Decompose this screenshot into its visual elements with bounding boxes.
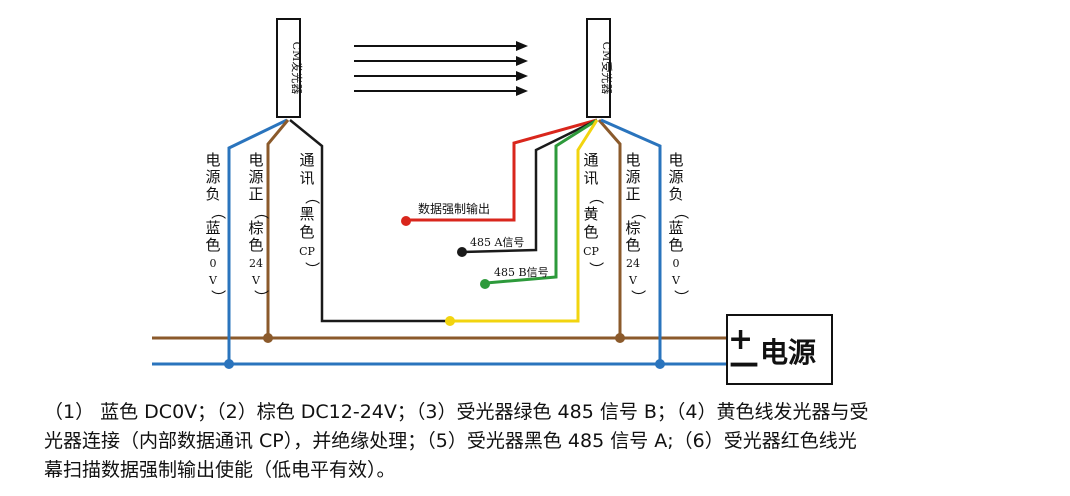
label-char: 电 (248, 151, 263, 169)
emitter-brown-wire (266, 119, 290, 338)
caption-line-2: 光器连接（内部数据通讯 CP），并绝缘处理；（5）受光器黑色 485 信号 A;… (44, 430, 857, 452)
label-char: 0 (210, 257, 217, 270)
label-char: 0 (673, 257, 680, 270)
label-emitter-neg: 电源负（蓝色 0V ） (205, 151, 227, 305)
label-char: 棕 (625, 219, 640, 237)
label-char: 源 (625, 168, 640, 186)
junction-brown-left (263, 333, 273, 343)
label-char: （ (209, 204, 227, 219)
power-minus: — (729, 346, 759, 381)
label-char: CP (583, 245, 599, 258)
receiver-label: CM受光器 (600, 42, 614, 95)
label-char: 正 (248, 185, 263, 203)
force-output-label: 数据强制输出 (418, 201, 490, 216)
emitter-box (276, 18, 301, 118)
junction-yellow (445, 316, 455, 326)
label-char: ） (209, 289, 227, 304)
label-char: ） (587, 261, 605, 276)
power-label: 电源 (760, 336, 816, 369)
label-char: 源 (248, 168, 263, 186)
receiver-black-wire (461, 118, 598, 254)
terminal-red (401, 216, 411, 226)
label-char: 电 (668, 151, 683, 169)
label-char: 色 (205, 236, 220, 254)
label-emitter-pos: 电源正（棕色 24V ） (248, 151, 270, 305)
label-char: V (208, 274, 218, 287)
emitter-blue-wire (227, 118, 288, 364)
terminal-black (457, 247, 467, 257)
label-char: 色 (625, 236, 640, 254)
a485-label: 485 A信号 (470, 236, 524, 249)
label-emitter-comm: 通讯 （黑色 CP ） (299, 151, 321, 277)
label-char: 棕 (248, 219, 263, 237)
label-char: 黄 (583, 205, 598, 223)
receiver-green-wire (485, 118, 598, 285)
label-char: 色 (668, 236, 683, 254)
label-receiver-pos: 电源正（棕色 24V ） (625, 151, 647, 305)
label-char: （ (672, 204, 690, 219)
label-char: 24 (249, 257, 263, 270)
label-char: ） (252, 289, 270, 304)
power-plus: + (728, 322, 753, 357)
junction-brown-right (615, 333, 625, 343)
label-char: 色 (248, 236, 263, 254)
label-char: ） (303, 261, 321, 276)
label-char: （ (252, 204, 270, 219)
label-char: （ (587, 189, 605, 204)
label-char: 色 (583, 223, 598, 241)
label-char: V (251, 274, 261, 287)
label-char: V (628, 274, 638, 287)
receiver-box (586, 18, 611, 118)
label-receiver-neg: 电源负（蓝色 0V ） (668, 151, 690, 305)
label-char: 正 (625, 185, 640, 203)
label-char: 蓝 (205, 219, 220, 237)
label-char: 电 (205, 151, 220, 169)
label-char: 源 (668, 168, 683, 186)
label-char: 通 (583, 151, 598, 169)
junction-blue-right (655, 359, 665, 369)
receiver-red-wire (408, 118, 598, 222)
label-char: 黑 (299, 205, 314, 223)
label-char: 电 (625, 151, 640, 169)
junction-blue-left (224, 359, 234, 369)
label-char: （ (303, 189, 321, 204)
label-char: 24 (626, 257, 640, 270)
caption-line-1: （1） 蓝色 DC0V；（2）棕色 DC12-24V；（3）受光器绿色 485 … (44, 401, 869, 423)
receiver-brown-wire (597, 119, 622, 338)
label-char: 色 (299, 223, 314, 241)
emitter-black-wire (289, 119, 450, 323)
label-char: 源 (205, 168, 220, 186)
emitter-label: CM发光器 (290, 42, 304, 95)
caption: （1） 蓝色 DC0V；（2）棕色 DC12-24V；（3）受光器绿色 485 … (44, 398, 1054, 485)
label-receiver-comm: 通讯 （黄色 CP ） (583, 151, 605, 277)
label-char: 蓝 (668, 219, 683, 237)
b485-label: 485 B信号 (494, 266, 549, 279)
label-char: V (671, 274, 681, 287)
caption-line-3: 幕扫描数据强制输出使能（低电平有效）。 (44, 459, 396, 481)
terminal-green (480, 279, 490, 289)
label-char: 讯 (583, 169, 598, 187)
label-char: 负 (205, 185, 220, 203)
label-char: （ (629, 204, 647, 219)
label-char: CP (299, 245, 315, 258)
label-char: ） (672, 289, 690, 304)
label-char: 讯 (299, 169, 314, 187)
label-char: ） (629, 289, 647, 304)
receiver-yellow-wire (450, 119, 599, 323)
label-char: 负 (668, 185, 683, 203)
light-beam-arrows (354, 41, 528, 96)
label-char: 通 (299, 151, 314, 169)
receiver-blue-wire (600, 118, 662, 364)
power-box (726, 314, 833, 385)
